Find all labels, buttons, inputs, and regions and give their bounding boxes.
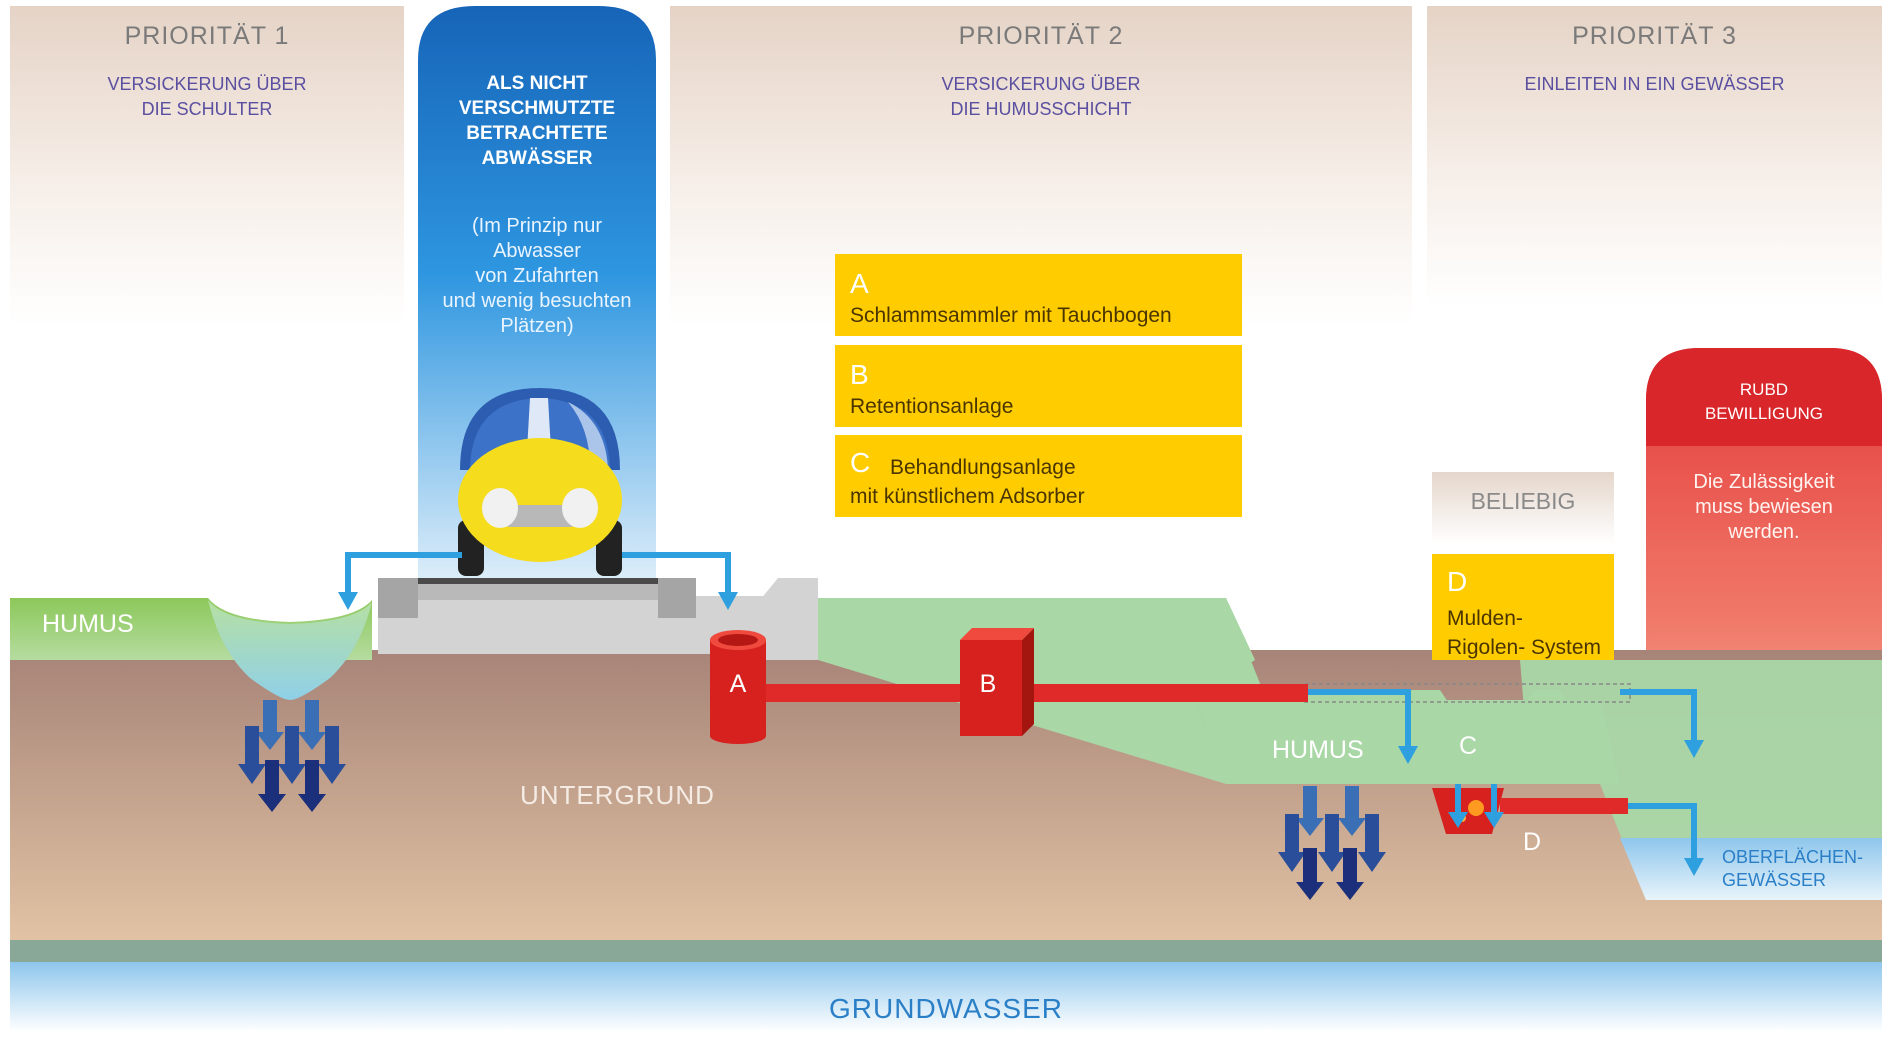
legend-box-c-text: Behandlungsanlage mit künstlichem Adsorb… <box>850 456 1085 508</box>
blue-column-body: (Im Prinzip nur Abwasser von Zufahrten u… <box>442 215 632 337</box>
legend-box-d-letter: D <box>1447 566 1468 597</box>
humus-left-label: HUMUS <box>42 610 134 638</box>
flow-arrow-to-humus <box>1308 689 1411 748</box>
legend-box-a-letter: A <box>850 268 869 299</box>
humus-right-label: HUMUS <box>1272 736 1364 764</box>
trench-d <box>1432 788 1628 834</box>
legend-box-c: C Behandlungsanlage mit künstlichem Adso… <box>835 435 1242 517</box>
priority1-subtitle: VERSICKERUNG ÜBER DIE SCHULTER <box>107 74 307 119</box>
beliebig-box <box>1432 472 1614 544</box>
priority1-panel <box>10 6 404 326</box>
humus-right-layer <box>818 598 1882 900</box>
legend-box-c-letter: C <box>850 447 871 478</box>
car-front <box>458 388 622 576</box>
legend-box-a-text: Schlammsammler mit Tauchbogen <box>850 304 1172 327</box>
legend-box-a: A Schlammsammler mit Tauchbogen <box>835 254 1242 336</box>
groundwater-layer <box>10 962 1882 1032</box>
legend-box-d: D Mulden- Rigolen- System <box>1432 554 1614 660</box>
marker-b: B <box>979 670 997 698</box>
curb-right <box>658 578 696 618</box>
runoff-arrow-left <box>345 552 462 594</box>
priority2-subtitle: VERSICKERUNG ÜBER DIE HUMUSSCHICHT <box>941 74 1141 119</box>
beliebig-label: BELIEBIG <box>1470 488 1576 514</box>
oberflaechengewaesser-label: OBERFLÄCHEN- GEWÄSSER <box>1722 847 1864 890</box>
marker-a: A <box>729 670 747 698</box>
grundwasser-label: GRUNDWASSER <box>829 993 1063 1024</box>
blue-column-heading: ALS NICHT VERSCHMUTZTE BETRACHTETE ABWÄS… <box>458 73 616 169</box>
marker-c: C <box>1458 732 1478 760</box>
infiltration-arrows-right <box>1278 786 1386 900</box>
priority3-subtitle: EINLEITEN IN EIN GEWÄSSER <box>1524 74 1785 94</box>
legend-box-b: B Retentionsanlage <box>835 345 1242 427</box>
legend-box-b-letter: B <box>850 359 869 390</box>
sludge-collector-a <box>710 630 766 744</box>
runoff-arrow-right <box>622 552 731 594</box>
untergrund-label: UNTERGRUND <box>520 780 715 810</box>
marker-d: D <box>1522 828 1542 856</box>
legend-box-d-text: Mulden- Rigolen- System <box>1447 607 1602 659</box>
outflow-arrow-to-surface-water <box>1628 803 1697 860</box>
priority3-panel <box>1427 6 1882 306</box>
shoulder-infiltration-bowl <box>208 600 372 700</box>
pipe-b-outlet <box>1020 684 1308 702</box>
road-edge-right <box>760 578 818 660</box>
priority2-title: PRIORITÄT 2 <box>958 22 1124 50</box>
pipe-a-b <box>760 684 960 702</box>
curb-left <box>378 578 418 618</box>
priority1-title: PRIORITÄT 1 <box>124 22 290 50</box>
infiltration-arrows-left <box>238 700 346 812</box>
legend-box-b-text: Retentionsanlage <box>850 395 1014 418</box>
rubd-body: Die Zulässigkeit muss bewiesen werden. <box>1693 471 1835 543</box>
retention-tank-b <box>960 628 1034 736</box>
flow-arrow-to-priority3 <box>1620 689 1697 742</box>
swale-boundary <box>1304 683 1631 703</box>
rubd-header-band <box>1646 348 1882 446</box>
priority3-title: PRIORITÄT 3 <box>1572 22 1737 50</box>
rubd-heading: RUBD BEWILLIGUNG <box>1704 380 1824 423</box>
groundwater-boundary <box>10 940 1882 962</box>
